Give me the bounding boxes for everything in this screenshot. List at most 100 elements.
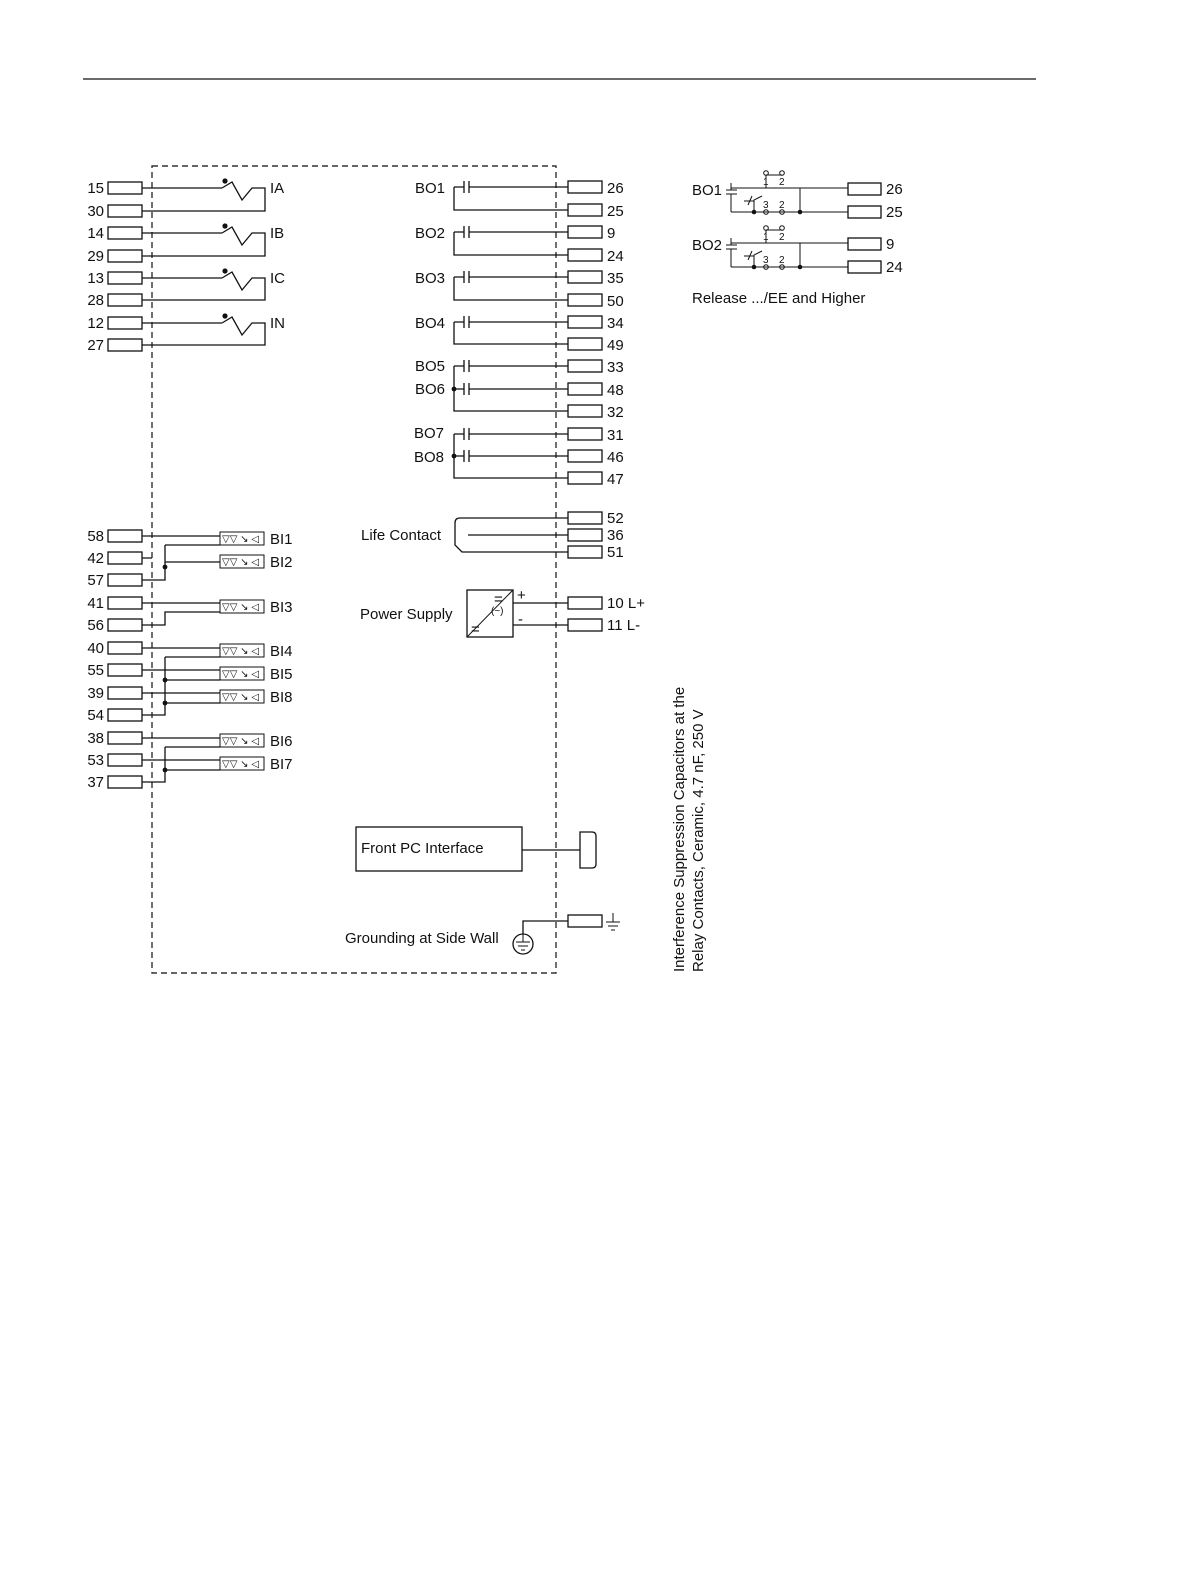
terminal-number: 32 [607, 404, 624, 421]
optocoupler-icon: ▽▽ ↘ ◁ [219, 666, 265, 681]
terminal[interactable] [567, 293, 603, 307]
terminal[interactable] [847, 237, 882, 251]
svg-text:▽▽ ↘ ◁: ▽▽ ↘ ◁ [222, 534, 259, 545]
terminal[interactable] [567, 596, 603, 610]
terminal[interactable] [107, 641, 143, 655]
terminal[interactable] [567, 511, 603, 525]
terminal[interactable] [107, 204, 143, 218]
terminal[interactable] [107, 775, 143, 789]
terminal[interactable] [567, 618, 603, 632]
terminal-number: 10 L+ [607, 595, 645, 612]
grounding-label: Grounding at Side Wall [345, 930, 499, 947]
terminal-number: 40 [87, 640, 104, 657]
terminal[interactable] [567, 180, 603, 194]
binary-input-label: BI1 [270, 531, 293, 548]
terminal[interactable] [107, 663, 143, 677]
terminal-number: 51 [607, 544, 624, 561]
terminal-number: 25 [607, 203, 624, 220]
terminal[interactable] [107, 338, 143, 352]
front-pc-label: Front PC Interface [361, 840, 484, 857]
terminal-number: 15 [87, 180, 104, 197]
terminal[interactable] [567, 359, 603, 373]
binary-output-label: BO3 [415, 270, 445, 287]
terminal-number: 36 [607, 527, 624, 544]
optocoupler-icon: ▽▽ ↘ ◁ [219, 733, 265, 748]
terminal[interactable] [847, 205, 882, 219]
terminal[interactable] [567, 337, 603, 351]
terminal-number: 25 [886, 204, 903, 221]
binary-input-label: BI8 [270, 689, 293, 706]
terminal-number: 28 [87, 292, 104, 309]
terminal[interactable] [847, 182, 882, 196]
terminal[interactable] [107, 293, 143, 307]
terminal[interactable] [567, 270, 603, 284]
terminal[interactable] [567, 914, 603, 928]
suppression-note: Interference Suppression Capacitors at t… [671, 687, 707, 972]
terminal[interactable] [107, 181, 143, 195]
release-bo-label: BO1 [692, 182, 722, 199]
svg-text:=: = [471, 621, 480, 638]
terminal[interactable] [107, 529, 143, 543]
terminal[interactable] [107, 731, 143, 745]
current-inputs: 15 30 IA 14 29 IB 13 28 IC 12 [87, 178, 285, 354]
terminal-number: 35 [607, 270, 624, 287]
terminal-number: 57 [87, 572, 104, 589]
binary-input-group-1: 58 42 57 ▽▽ ↘ ◁ ▽▽ ↘ ◁ BI1 BI2 [87, 528, 292, 589]
terminal-number: 14 [87, 225, 104, 242]
optocoupler-icon: ▽▽ ↘ ◁ [219, 756, 265, 771]
terminal-number: 53 [87, 752, 104, 769]
binary-input-group-4: 38 53 37 ▽▽ ↘ ◁ ▽▽ ↘ ◁ BI6 BI7 [87, 730, 292, 791]
binary-output-bo1: BO1 26 25 [415, 180, 624, 220]
terminal[interactable] [107, 551, 143, 565]
current-input-in: 12 27 IN [87, 313, 285, 354]
terminal[interactable] [567, 545, 603, 559]
terminal[interactable] [107, 708, 143, 722]
terminal[interactable] [567, 382, 603, 396]
terminal[interactable] [107, 686, 143, 700]
earth-icon [606, 913, 620, 931]
terminal-number: 30 [87, 203, 104, 220]
svg-text:1: 1 [763, 177, 769, 188]
terminal[interactable] [107, 249, 143, 263]
terminal[interactable] [847, 260, 882, 274]
terminal[interactable] [567, 225, 603, 239]
terminal[interactable] [107, 596, 143, 610]
terminal-number: 39 [87, 685, 104, 702]
terminal-number: 12 [87, 315, 104, 332]
terminal[interactable] [107, 573, 143, 587]
svg-text:▽▽ ↘ ◁: ▽▽ ↘ ◁ [222, 736, 259, 747]
terminal-number: 48 [607, 382, 624, 399]
terminal[interactable] [567, 203, 603, 217]
terminal-number: 42 [87, 550, 104, 567]
svg-text:2: 2 [779, 255, 785, 266]
terminal-number: 55 [87, 662, 104, 679]
terminal[interactable] [567, 404, 603, 418]
svg-text:2: 2 [779, 200, 785, 211]
binary-input-label: BI6 [270, 733, 293, 750]
terminal[interactable] [107, 316, 143, 330]
svg-text:▽▽ ↘ ◁: ▽▽ ↘ ◁ [222, 759, 259, 770]
terminal[interactable] [567, 315, 603, 329]
serial-connector-icon[interactable] [579, 831, 597, 869]
current-input-ib: 14 29 IB [87, 223, 284, 265]
terminal[interactable] [567, 427, 603, 441]
plus-sign: + [517, 587, 526, 604]
terminal[interactable] [107, 753, 143, 767]
terminal-number: 9 [607, 225, 615, 242]
release-caption: Release .../EE and Higher [692, 290, 865, 307]
terminal-number: 47 [607, 471, 624, 488]
terminal[interactable] [107, 271, 143, 285]
terminal[interactable] [567, 449, 603, 463]
terminal[interactable] [107, 226, 143, 240]
binary-output-label: BO5 [415, 358, 445, 375]
terminal[interactable] [567, 471, 603, 485]
terminal[interactable] [107, 618, 143, 632]
terminal[interactable] [567, 528, 603, 542]
release-bo-label: BO2 [692, 237, 722, 254]
current-input-label: IN [270, 315, 285, 332]
svg-text:▽▽ ↘ ◁: ▽▽ ↘ ◁ [222, 669, 259, 680]
terminal-number: 37 [87, 774, 104, 791]
terminal-number: 56 [87, 617, 104, 634]
grounding: Grounding at Side Wall [345, 913, 620, 955]
terminal[interactable] [567, 248, 603, 262]
